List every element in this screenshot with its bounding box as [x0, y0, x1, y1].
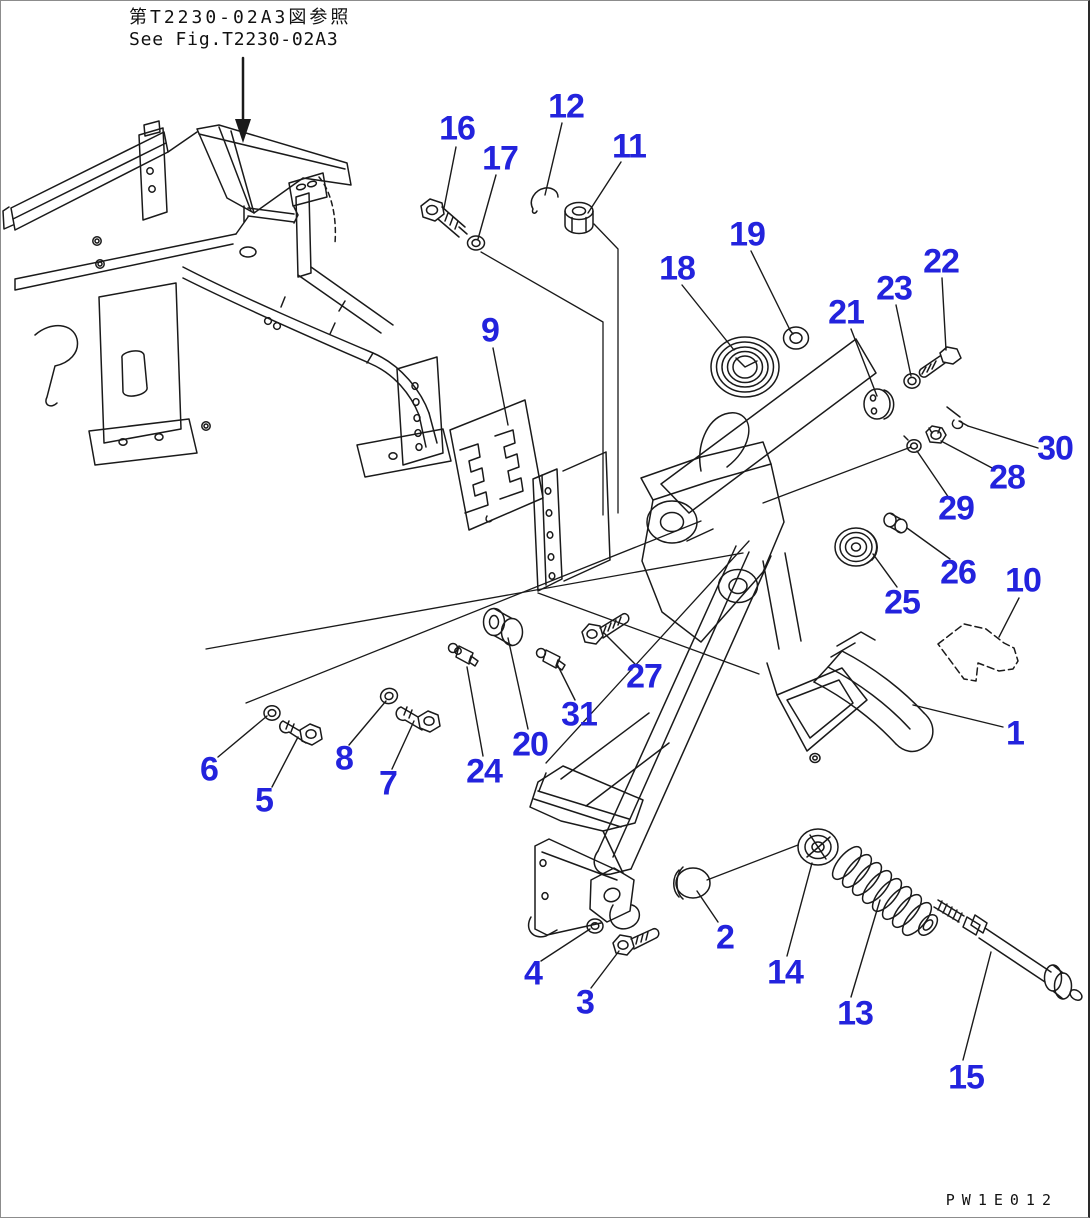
callout-20: 20 [512, 725, 549, 764]
callout-25: 25 [884, 583, 921, 622]
leader-line-29 [916, 450, 950, 499]
callout-6: 6 [200, 750, 219, 789]
callout-16: 16 [439, 109, 476, 148]
leader-line-27 [603, 632, 636, 665]
reference-text-en: See Fig.T2230-02A3 [129, 29, 339, 50]
callout-5: 5 [255, 781, 274, 820]
reference-text-jp: 第T2230-02A3図参照 [129, 7, 352, 28]
leader-line-21 [850, 328, 878, 397]
callout-12: 12 [548, 87, 585, 126]
reference-note: 第T2230-02A3図参照 See Fig.T2230-02A3 [129, 7, 351, 51]
mounting-plates [532, 451, 611, 592]
callout-30: 30 [1037, 429, 1074, 468]
leader-line-12 [544, 122, 563, 196]
callout-10: 10 [1005, 561, 1042, 600]
callout-9: 9 [481, 311, 500, 350]
callout-leader-lines [217, 122, 1039, 1061]
leader-line-23 [895, 304, 912, 377]
leader-line-18 [681, 284, 735, 351]
callout-24: 24 [466, 752, 503, 791]
callout-11: 11 [612, 127, 647, 166]
callout-26: 26 [940, 553, 977, 592]
leader-line-7 [391, 720, 415, 770]
leader-line-28 [940, 440, 995, 470]
plate-part-10 [937, 623, 1019, 682]
leader-line-5 [271, 736, 299, 788]
leader-line-31 [556, 663, 576, 701]
callout-31: 31 [561, 695, 598, 734]
pivot-bracket [640, 412, 785, 643]
callout-13: 13 [837, 994, 874, 1033]
callout-27: 27 [626, 657, 663, 696]
leader-line-1 [912, 704, 1004, 728]
callout-21: 21 [828, 293, 865, 332]
callout-29: 29 [938, 489, 975, 528]
callout-3: 3 [576, 983, 595, 1022]
gasket-plate [449, 399, 544, 531]
leader-line-24 [466, 666, 484, 757]
callout-4: 4 [524, 954, 543, 993]
callout-23: 23 [876, 269, 913, 308]
leader-line-22 [941, 277, 947, 351]
callout-17: 17 [482, 139, 519, 178]
callout-19: 19 [729, 215, 766, 254]
callout-2: 2 [716, 918, 735, 957]
leader-line-17 [477, 174, 497, 240]
callout-15: 15 [948, 1058, 985, 1097]
leader-line-15 [962, 951, 992, 1061]
leader-line-25 [872, 553, 898, 588]
callout-1: 1 [1006, 714, 1025, 753]
callout-22: 22 [923, 242, 960, 281]
leader-line-11 [587, 161, 622, 214]
callout-18: 18 [659, 249, 696, 288]
leader-line-26 [906, 527, 951, 560]
leader-line-10 [998, 597, 1020, 638]
leader-line-13 [850, 899, 881, 998]
leader-line-20 [507, 637, 529, 730]
drawing-code: PW1E012 [945, 1191, 1058, 1209]
leader-line-2 [696, 890, 719, 923]
leader-line-8 [348, 700, 387, 746]
pedal-lever-assembly [529, 545, 934, 876]
leader-line-19 [750, 250, 791, 331]
leader-line-3 [590, 950, 620, 989]
assembly-lines [205, 223, 912, 881]
leader-line-14 [786, 862, 813, 957]
callout-7: 7 [379, 764, 398, 803]
callout-28: 28 [989, 458, 1026, 497]
bottom-bracket [527, 830, 641, 938]
leader-line-30 [967, 425, 1039, 449]
spring-and-rod [831, 845, 1083, 1001]
leader-line-9 [492, 347, 509, 426]
leader-line-6 [217, 715, 268, 758]
callout-8: 8 [335, 739, 354, 778]
leader-line-4 [540, 928, 591, 962]
callout-14: 14 [767, 953, 804, 992]
reference-arrow-icon [235, 56, 251, 143]
leader-line-16 [443, 146, 457, 209]
machine-frame-drawing [2, 120, 452, 478]
support-blade-panel [660, 338, 877, 514]
